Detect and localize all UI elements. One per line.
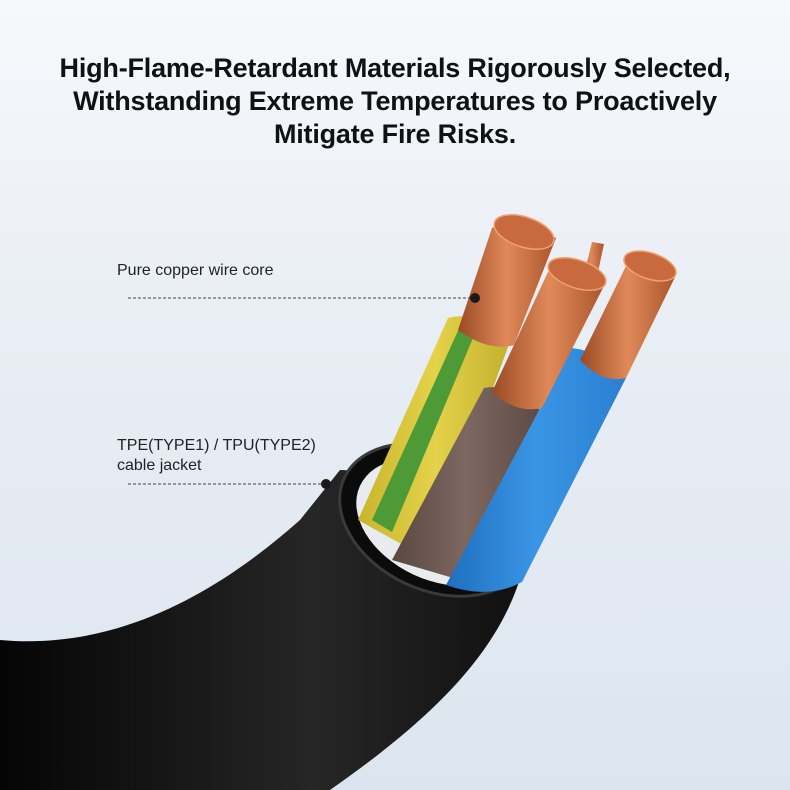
callout-jacket-line-2: cable jacket [117,457,202,474]
headline-line-2: Withstanding Extreme Temperatures to Pro… [73,86,717,116]
live-conductor [392,386,540,580]
callout-cable-jacket: TPE(TYPE1) / TPU(TYPE2) cable jacket [117,436,316,476]
leader-dot-core [470,293,480,303]
leader-dot-jacket [321,479,331,489]
headline: High-Flame-Retardant Materials Rigorousl… [0,52,790,151]
callout-copper-core: Pure copper wire core [117,261,274,281]
copper-core-live-end [547,257,607,291]
copper-core-earth-end [493,214,555,250]
copper-core-neutral-end [623,250,677,282]
callout-copper-core-label: Pure copper wire core [117,262,274,279]
headline-line-3: Mitigate Fire Risks. [273,119,517,149]
earth-green-stripe [372,322,478,532]
copper-core-neutral [580,259,676,380]
neutral-conductor [446,348,626,592]
callout-jacket-line-1: TPE(TYPE1) / TPU(TYPE2) [117,437,316,454]
copper-core-live [492,268,606,410]
headline-line-1: High-Flame-Retardant Materials Rigorousl… [59,53,731,83]
copper-core-earth [458,223,556,347]
